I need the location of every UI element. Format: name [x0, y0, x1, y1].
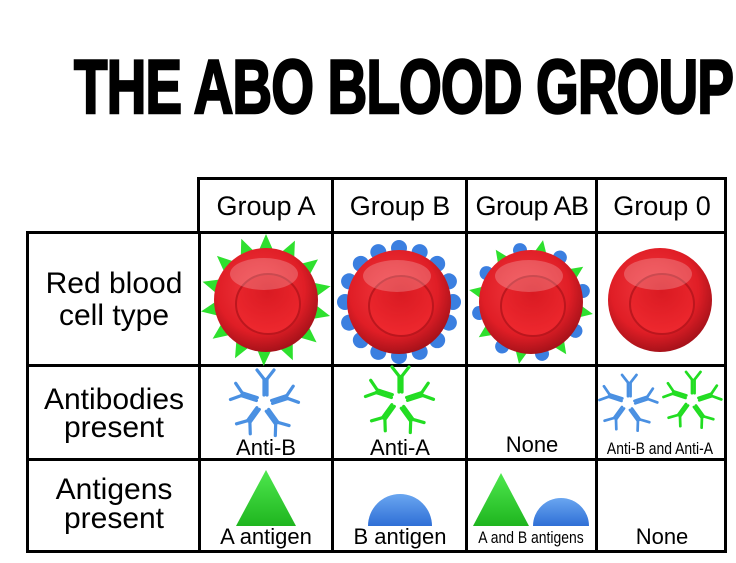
antigen-label-group-ab: A and B antigens — [478, 528, 584, 547]
col-divider — [331, 177, 334, 553]
row-label-antibodies: Antibodies present — [43, 383, 185, 444]
antigen-label-group-b: B antigen — [353, 524, 447, 549]
col-divider — [595, 177, 598, 553]
antibody-label-group-b: Anti-A — [370, 435, 430, 460]
antibody-label-group-a: Anti-B — [236, 435, 296, 460]
column-header-group-0: Group 0 — [613, 191, 711, 221]
b-antigen-half-circle-icon — [533, 498, 589, 526]
red-blood-cell-group-a-icon — [201, 234, 331, 366]
col-divider — [198, 231, 201, 553]
red-blood-cell-group-b-icon — [337, 240, 461, 364]
antigen-label-group-0: None — [635, 524, 689, 549]
red-blood-cell-group-ab-icon — [469, 240, 593, 364]
row-divider — [26, 364, 727, 367]
column-header-group-b: Group B — [349, 191, 451, 221]
page-title: THE ABO BLOOD GROUP — [73, 45, 735, 130]
anti-a-antibody-icon — [363, 365, 436, 435]
column-header-group-a: Group A — [216, 191, 316, 221]
red-blood-cell-group-0-icon — [607, 247, 713, 353]
row-label-antigens: Antigens present — [55, 473, 173, 535]
a-antigen-triangle-icon — [473, 473, 529, 526]
row-divider — [26, 458, 727, 461]
anti-b-antibody-icon — [228, 368, 301, 438]
col-divider — [465, 177, 468, 553]
a-antigen-triangle-icon — [236, 470, 296, 526]
anti-b-and-anti-a-antibody-icon — [598, 370, 723, 433]
antibody-label-group-ab: None — [505, 432, 559, 457]
row-label-red-blood-cell: Red blood cell type — [45, 267, 183, 332]
antibody-label-group-0: Anti-B and Anti-A — [606, 439, 714, 458]
column-header-group-ab: Group AB — [475, 191, 589, 221]
antigen-label-group-a: A antigen — [220, 524, 312, 549]
b-antigen-half-circle-icon — [368, 494, 432, 526]
